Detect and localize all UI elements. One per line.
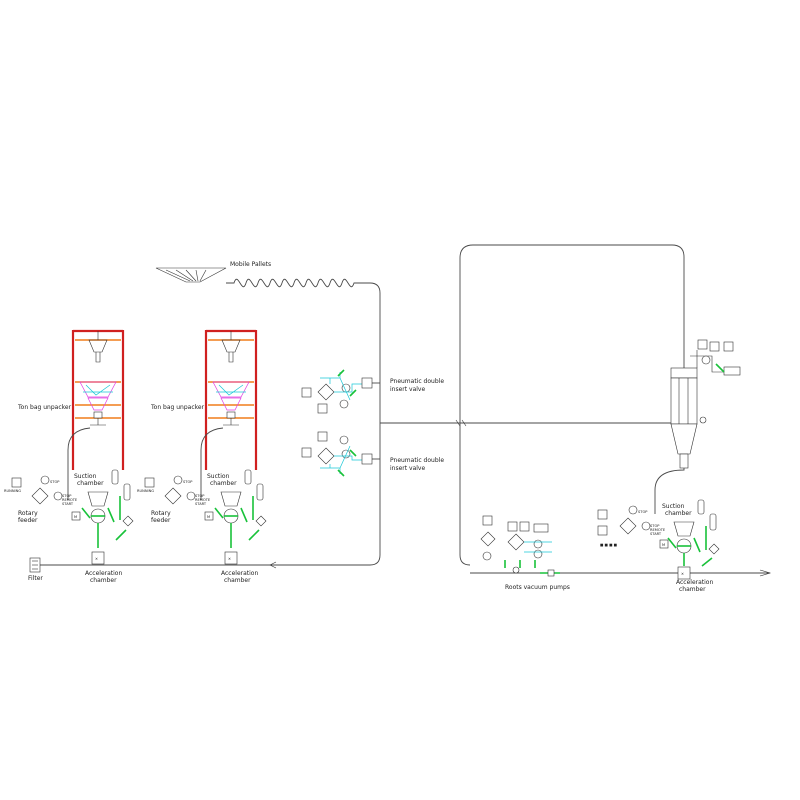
pneumatic-valve-2-label: Pneumatic double: [390, 457, 444, 464]
svg-text:STOP: STOP: [650, 524, 660, 528]
svg-text:✕: ✕: [228, 557, 231, 561]
svg-text:chamber: chamber: [210, 480, 237, 487]
ton-bag-unpacker-2: Ton bag unpacker: [150, 329, 258, 470]
ton-bag-unpacker-1: Ton bag unpacker: [17, 329, 125, 470]
svg-text:RUNNING: RUNNING: [4, 489, 21, 493]
rotary-feeder-1-label: Rotary: [18, 510, 38, 517]
svg-text:feeder: feeder: [18, 517, 38, 524]
svg-text:STOP: STOP: [195, 494, 205, 498]
svg-text:chamber: chamber: [665, 510, 692, 517]
svg-text:START: START: [62, 502, 74, 506]
filter: Filter: [28, 557, 43, 582]
svg-text:insert valve: insert valve: [390, 386, 425, 393]
svg-text:M: M: [74, 515, 77, 519]
main-pipeline: [40, 244, 772, 577]
svg-text:chamber: chamber: [77, 480, 104, 487]
svg-text:REMOTE: REMOTE: [195, 498, 211, 502]
svg-text:chamber: chamber: [224, 577, 251, 584]
roots-vacuum-pumps: Roots vacuum pumps: [480, 515, 570, 591]
rotary-feeder-2-label: Rotary: [151, 510, 171, 517]
svg-text:START: START: [195, 502, 207, 506]
ton-bag-unpacker-1-label: Ton bag unpacker: [17, 404, 72, 411]
svg-text:feeder: feeder: [151, 517, 171, 524]
svg-text:STOP: STOP: [183, 480, 193, 484]
svg-text:chamber: chamber: [679, 586, 706, 593]
svg-text:STOP: STOP: [638, 510, 648, 514]
svg-text:chamber: chamber: [90, 577, 117, 584]
svg-text:REMOTE: REMOTE: [650, 528, 666, 532]
svg-text:✕: ✕: [681, 572, 684, 576]
dust-collector: [654, 339, 741, 514]
suction-chamber-3-label: Suction: [662, 503, 685, 510]
acceleration-chamber-2-label: Acceleration: [221, 570, 258, 577]
svg-text:■ ■ ■ ■: ■ ■ ■ ■: [600, 543, 618, 547]
roots-vacuum-pumps-label: Roots vacuum pumps: [505, 584, 570, 591]
svg-text:START: START: [650, 532, 662, 536]
svg-text:STOP: STOP: [62, 494, 72, 498]
mobile-pallets-label: Mobile Pallets: [230, 261, 271, 268]
filter-label: Filter: [28, 575, 43, 582]
suction-chamber-1-label: Suction: [74, 473, 97, 480]
svg-text:M: M: [207, 515, 210, 519]
svg-text:STOP: STOP: [50, 480, 60, 484]
svg-text:RUNNING: RUNNING: [137, 489, 154, 493]
feed-station-1: RUNNING STOP STOP REMOTE START Suction c…: [4, 427, 134, 584]
svg-text:M: M: [662, 543, 665, 547]
acceleration-chamber-1-label: Acceleration: [85, 570, 122, 577]
svg-text:✕: ✕: [95, 557, 98, 561]
feed-station-2: RUNNING STOP STOP REMOTE START Suction c…: [137, 427, 267, 584]
suction-chamber-2-label: Suction: [207, 473, 230, 480]
acceleration-chamber-3-label: Acceleration: [676, 579, 713, 586]
mobile-pallets: Mobile Pallets: [155, 261, 271, 283]
ton-bag-unpacker-2-label: Ton bag unpacker: [150, 404, 205, 411]
svg-text:insert valve: insert valve: [390, 465, 425, 472]
feed-station-3: ■ ■ ■ ■ STOP STOP REMOTE START Suction c…: [597, 499, 720, 593]
svg-text:REMOTE: REMOTE: [62, 498, 78, 502]
pneumatic-valve-2: Pneumatic double insert valve: [301, 431, 444, 477]
pneumatic-valve-1-label: Pneumatic double: [390, 378, 444, 385]
pneumatic-valve-1: Pneumatic double insert valve: [301, 369, 444, 414]
